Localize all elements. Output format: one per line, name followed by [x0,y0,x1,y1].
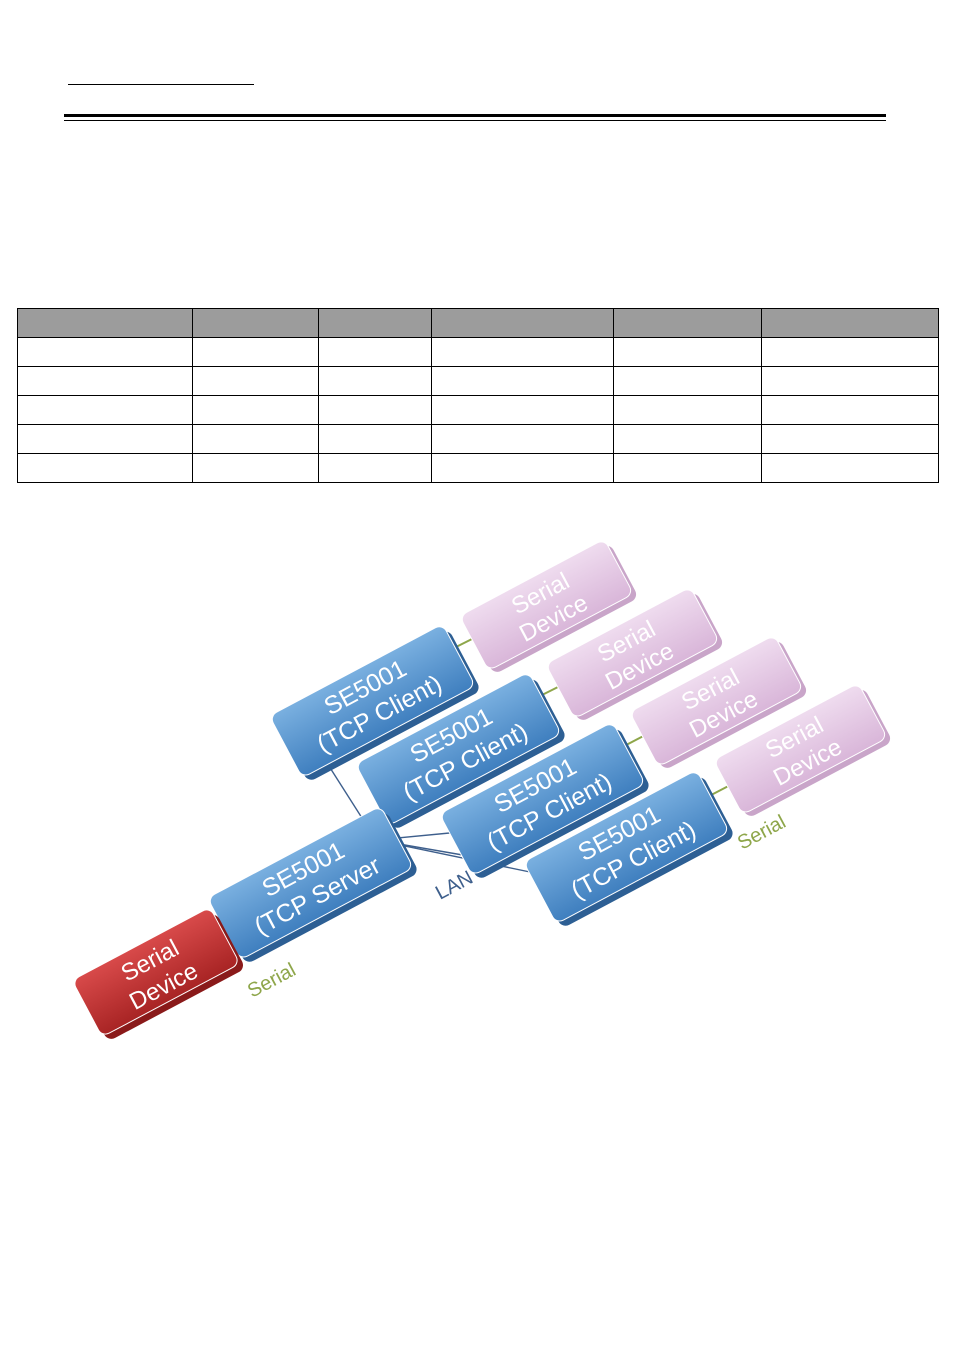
serial-label-right: Serial [734,811,789,854]
table-row [17,366,939,396]
table-cell [431,395,614,425]
table-cell [192,453,319,483]
table-cell [761,337,939,367]
table-row [17,424,939,454]
header-double-rule [64,114,886,121]
table-cell [613,453,762,483]
table-row [17,453,939,483]
table-cell [613,337,762,367]
table-cell [761,366,939,396]
table-cell [17,337,193,367]
serial-device: Serial Device [715,685,891,816]
header-cell [318,308,432,338]
header-cell [192,308,319,338]
table-header-row [17,308,939,338]
table-cell [192,366,319,396]
table-cell [613,424,762,454]
lan-label: LAN [432,867,477,905]
table-cell [17,424,193,454]
table-cell [17,366,193,396]
table-cell [192,395,319,425]
table-cell [761,395,939,425]
source-serial-device: Serial Device [74,909,244,1039]
tcp-client-box: SE5001 (TCP Client) [441,724,649,878]
table-row [17,337,939,367]
table-cell [318,337,432,367]
table-cell [192,337,319,367]
table-cell [761,453,939,483]
table-row [17,395,939,425]
table-cell [431,453,614,483]
spec-table [17,308,939,483]
table-cell [431,424,614,454]
table-cell [431,337,614,367]
table-cell [613,366,762,396]
serial-label-left: Serial [244,959,299,1002]
tcp-client-box: SE5001 (TCP Client) [525,772,733,926]
header-cell [613,308,762,338]
table-cell [318,366,432,396]
table-cell [192,424,319,454]
header-cell [431,308,614,338]
table-cell [318,424,432,454]
table-cell [431,366,614,396]
header-cell [761,308,939,338]
header-short-rule [68,84,254,85]
table-cell [318,453,432,483]
header-cell [17,308,193,338]
table-cell [17,395,193,425]
tcp-server-box: SE5001 (TCP Server [209,808,417,962]
network-diagram: Serial Device Serial Device Serial Devic… [74,541,891,1039]
table-cell [761,424,939,454]
table-cell [613,395,762,425]
table-cell [17,453,193,483]
table-cell [318,395,432,425]
